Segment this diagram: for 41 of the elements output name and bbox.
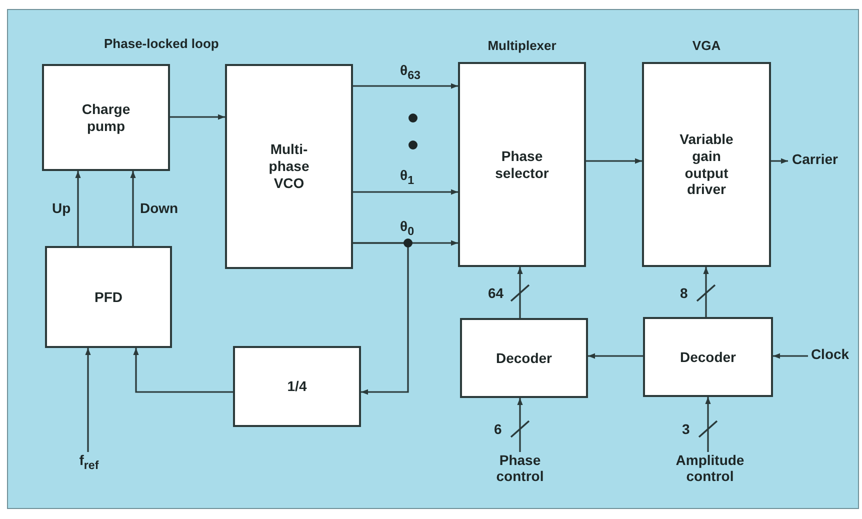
arrow [353, 83, 458, 89]
arrow [517, 398, 523, 452]
process-box: PFD [45, 246, 172, 348]
process-box: Decoder [460, 318, 588, 398]
edge-label: θ$_{1}$ [400, 167, 414, 187]
arrow [353, 242, 409, 395]
process-box: Multi- phase VCO [225, 64, 353, 269]
arrow [773, 353, 808, 359]
process-box: Decoder [643, 317, 773, 397]
arrow [133, 348, 233, 393]
edge-label: 6 [494, 421, 502, 437]
signal-label: Phase control [486, 452, 554, 488]
arrow [771, 158, 788, 164]
edge-label: θ$_{63}$ [400, 62, 421, 82]
arrow [353, 189, 458, 195]
signal-label: Amplitude control [668, 452, 752, 488]
block-heading: VGA [691, 38, 722, 53]
signal-label: f$_{ref}$ [74, 452, 104, 474]
arrow [85, 348, 91, 452]
process-box: Phase selector [458, 62, 586, 267]
signal-label: Clock [808, 346, 852, 366]
arrow [705, 397, 711, 452]
edge-label: Up [52, 200, 71, 216]
arrow [703, 267, 709, 317]
edge-label: 3 [682, 421, 690, 437]
edge-label: Down [140, 200, 178, 216]
arrow [588, 353, 643, 359]
arrow [130, 171, 136, 246]
edge-label: θ$_{0}$ [400, 218, 414, 238]
arrow [170, 114, 225, 120]
signal-label: Carrier [788, 151, 842, 171]
arrow [75, 171, 81, 246]
edge-label: 8 [680, 285, 688, 301]
arrow [517, 267, 523, 318]
section-label: Phase-locked loop [104, 36, 219, 51]
process-box: Variable gain output driver [642, 62, 771, 267]
edge-label: 64 [488, 285, 504, 301]
process-box: 1/4 [233, 346, 361, 427]
block-heading: Multiplexer [486, 38, 558, 53]
arrow [586, 158, 642, 164]
process-box: Charge pump [42, 64, 170, 171]
